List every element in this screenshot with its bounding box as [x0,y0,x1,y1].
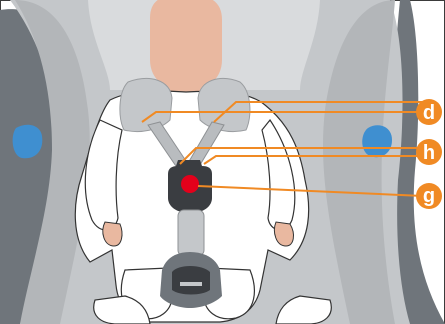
shoulder-pad-left [120,79,172,132]
callout-badge-g: g [416,183,442,209]
callout-badge-d: d [416,99,442,125]
callout-badge-h: h [416,139,442,165]
shoulder-pad-right [198,79,250,132]
crotch-buckle-highlight [180,282,202,286]
crotch-strap [178,210,204,256]
callout-label-d: d [423,102,435,124]
child-head [150,0,222,92]
buckle-release-button [181,175,199,193]
callout-label-h: h [423,142,435,164]
crotch-buckle-slot [172,266,210,295]
child-hand-left [103,222,122,246]
callout-label-g: g [423,185,435,207]
